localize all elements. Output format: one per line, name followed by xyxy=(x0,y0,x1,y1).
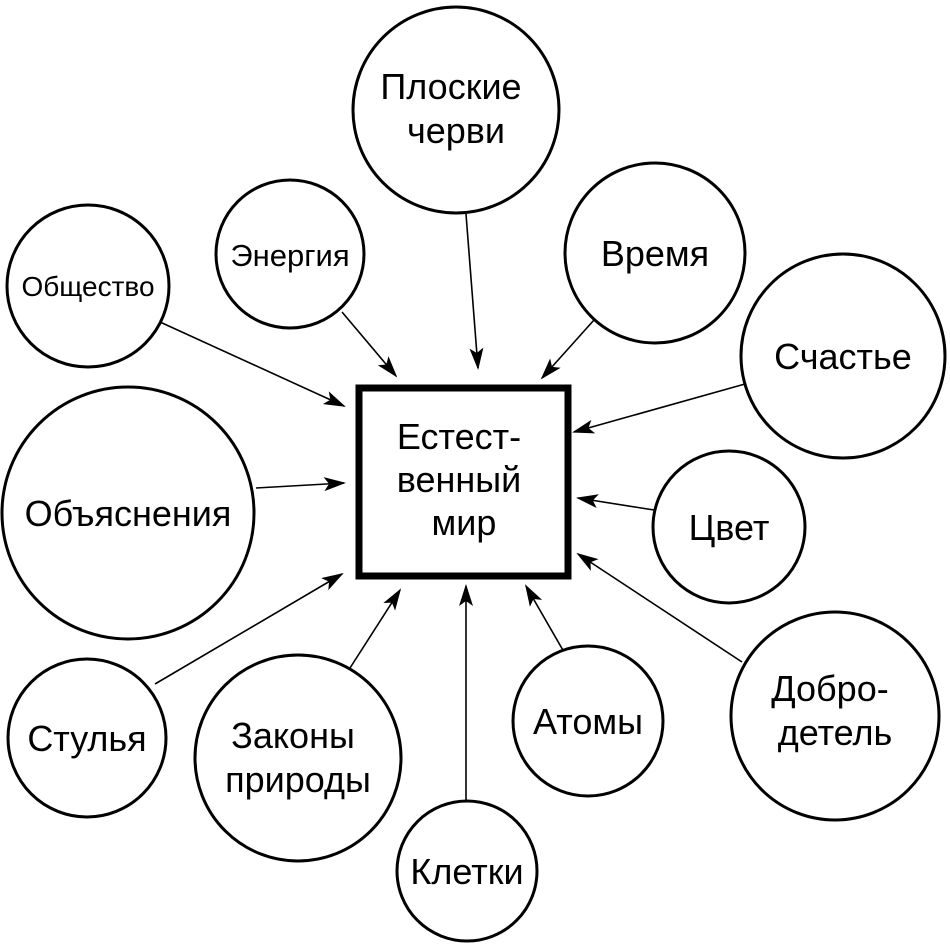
node-label: Объяснения xyxy=(25,493,232,534)
center-box xyxy=(355,384,572,580)
edge-schastye xyxy=(572,383,746,434)
edge-ploskie-chervi xyxy=(465,213,484,370)
node-label-line: Объяснения xyxy=(25,493,232,534)
center-label: Естест- венный мир xyxy=(397,416,532,543)
node-label-line: Клетки xyxy=(410,851,523,892)
node-zakony-prirody: Законы природы xyxy=(193,653,403,863)
node-circle xyxy=(214,178,366,330)
node-label: Плоские черви xyxy=(380,66,531,151)
node-stulya: Стулья xyxy=(6,657,168,819)
node-circle xyxy=(511,644,665,798)
node-label: Цвет xyxy=(689,507,770,548)
node-circle xyxy=(6,657,168,819)
node-tsvet: Цвет xyxy=(651,449,807,605)
node-label-line: Законы xyxy=(231,715,355,756)
node-label-line: Атомы xyxy=(533,701,643,742)
edge-stulya xyxy=(154,572,344,685)
node-label: Общество xyxy=(21,271,154,302)
node-label-line: Энергия xyxy=(230,238,349,273)
node-obyasneniya: Объяснения xyxy=(0,385,256,641)
node-circle xyxy=(5,203,171,369)
node-circle xyxy=(739,252,947,460)
node-label: Энергия xyxy=(230,238,349,273)
node-ploskie-chervi: Плоские черви xyxy=(351,5,561,215)
node-label-line: Добро- xyxy=(771,668,888,709)
center-label-line: Естест- xyxy=(397,416,521,457)
node-circle xyxy=(351,5,561,215)
center-node: Естест- венный мир xyxy=(355,384,572,580)
node-label-line: черви xyxy=(407,110,505,151)
node-label: Атомы xyxy=(533,701,643,742)
node-kletki: Клетки xyxy=(395,799,539,943)
node-obshchestvo: Общество xyxy=(5,203,171,369)
center-label-line: мир xyxy=(432,502,497,543)
edge-dobrodetel xyxy=(576,552,743,663)
node-circle xyxy=(193,653,403,863)
node-label-line: детель xyxy=(778,712,893,753)
node-label-line: Плоские xyxy=(380,66,521,107)
node-circle xyxy=(0,385,256,641)
node-label: Счастье xyxy=(774,336,912,377)
node-label-line: Цвет xyxy=(689,507,770,548)
edge-obshchestvo xyxy=(159,321,346,407)
edges xyxy=(154,213,746,802)
node-energiya: Энергия xyxy=(214,178,366,330)
node-circle xyxy=(729,610,941,822)
node-label-line: Общество xyxy=(21,271,154,302)
edge-obyasneniya xyxy=(255,477,346,492)
edge-zakony-prirody xyxy=(349,588,402,669)
node-label: Законы природы xyxy=(225,715,371,800)
node-schastye: Счастье xyxy=(739,252,947,460)
node-label: Добро- детель xyxy=(771,668,898,753)
node-label: Стулья xyxy=(27,718,146,759)
node-circle xyxy=(563,161,747,345)
node-label-line: Время xyxy=(601,233,709,274)
node-vremya: Время xyxy=(563,161,747,345)
node-label: Время xyxy=(601,233,709,274)
node-label-line: Стулья xyxy=(27,718,146,759)
edge-tsvet xyxy=(576,494,655,511)
node-label-line: Счастье xyxy=(774,336,912,377)
node-label-line: природы xyxy=(225,759,371,800)
node-atomy: Атомы xyxy=(511,644,665,798)
edge-atomy xyxy=(525,584,565,653)
node-label: Клетки xyxy=(410,851,523,892)
node-dobrodetel: Добро- детель xyxy=(729,610,941,822)
edge-vremya xyxy=(540,319,595,380)
node-circle xyxy=(651,449,807,605)
center-label-line: венный xyxy=(397,459,522,500)
edge-energiya xyxy=(341,311,398,378)
node-circle xyxy=(395,799,539,943)
